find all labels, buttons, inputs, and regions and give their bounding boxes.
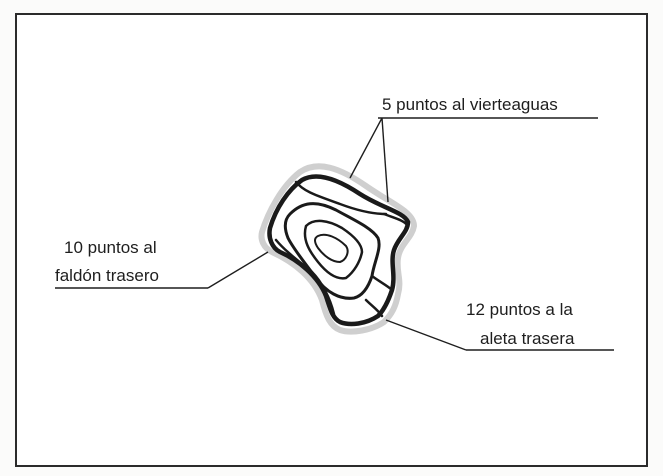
label-vierteaguas: 5 puntos al vierteaguas <box>382 95 558 114</box>
label-aleta-line2: aleta trasera <box>480 329 575 348</box>
top-leader-1 <box>349 117 383 179</box>
label-aleta-line1: 12 puntos a la <box>466 300 573 319</box>
right-leader <box>385 319 467 351</box>
part-right-flange <box>364 212 410 318</box>
part-top-face <box>294 180 388 216</box>
part-lower-edge <box>274 238 336 316</box>
diagram-frame <box>15 13 648 467</box>
left-leader <box>207 251 269 289</box>
part-sketch <box>258 163 417 335</box>
part-slot <box>314 233 349 263</box>
part-inner-opening <box>303 219 364 280</box>
part-halo <box>258 163 417 335</box>
top-leader-2 <box>381 117 389 203</box>
leader-lines <box>55 117 614 351</box>
label-faldon-line2: faldón trasero <box>55 266 159 285</box>
part-inner-frame <box>283 202 381 300</box>
label-faldon-line1: 10 puntos al <box>64 238 157 257</box>
